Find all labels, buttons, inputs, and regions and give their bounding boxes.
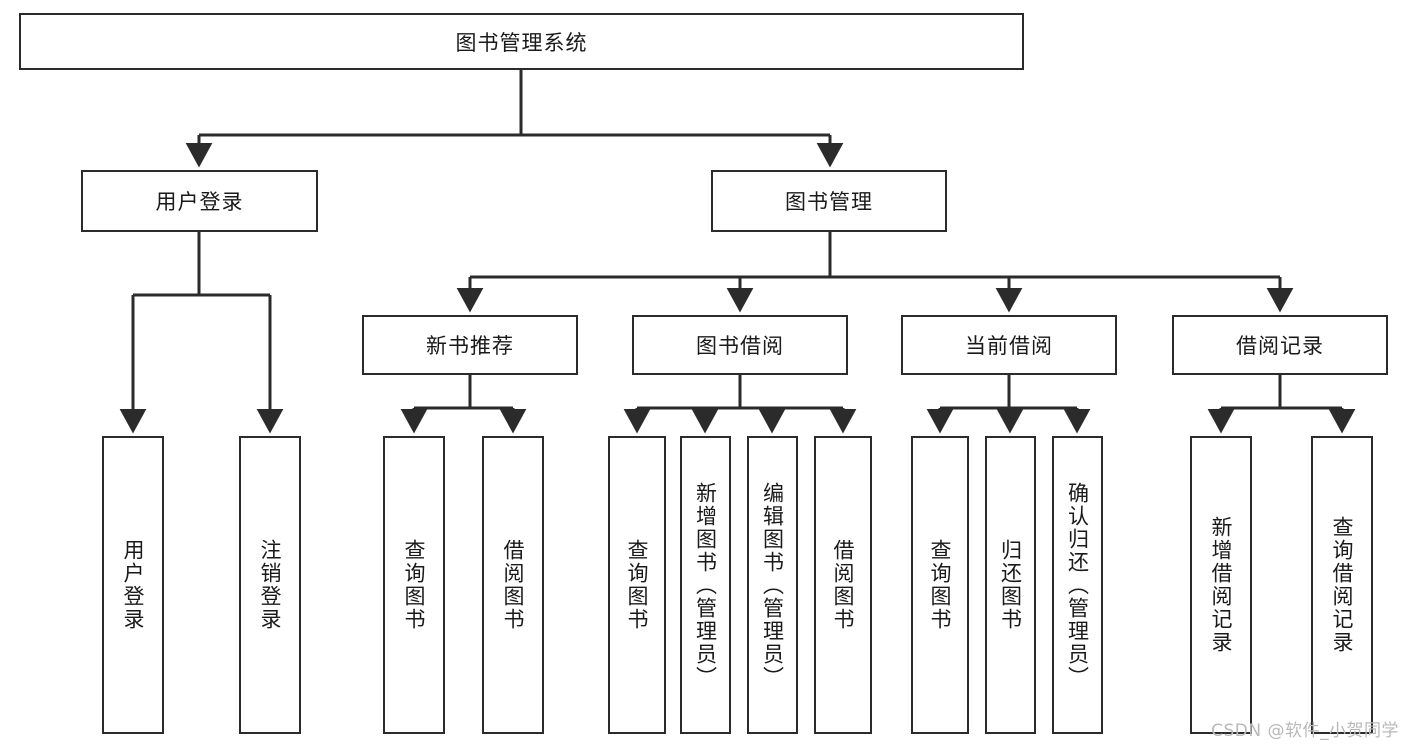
node-leaf-borrow-book-label: 借阅图书	[831, 539, 856, 631]
node-leaf-return-book[interactable]: 归还图书	[985, 436, 1036, 734]
node-leaf-query-book[interactable]: 查询图书	[608, 436, 666, 734]
node-new-book-rec[interactable]: 新书推荐	[362, 315, 578, 375]
node-leaf-query-book-cur-label: 查询图书	[928, 539, 953, 631]
node-leaf-add-book[interactable]: 新增图书（管理员）	[680, 436, 731, 734]
node-leaf-edit-book-label: 编辑图书（管理员）	[760, 481, 785, 689]
node-leaf-add-record-label: 新增借阅记录	[1209, 516, 1234, 654]
node-book-manage-label: 图书管理	[785, 190, 873, 214]
node-leaf-borrow-book-rec[interactable]: 借阅图书	[482, 436, 544, 734]
node-leaf-edit-book[interactable]: 编辑图书（管理员）	[747, 436, 798, 734]
node-borrow-record[interactable]: 借阅记录	[1172, 315, 1388, 375]
node-leaf-user-logout-label: 注销登录	[258, 539, 283, 631]
node-leaf-user-login[interactable]: 用户登录	[102, 436, 164, 734]
node-leaf-query-book-cur[interactable]: 查询图书	[911, 436, 969, 734]
node-borrow-record-label: 借阅记录	[1236, 334, 1324, 358]
node-book-borrow[interactable]: 图书借阅	[632, 315, 848, 375]
node-leaf-query-book-rec-label: 查询图书	[402, 539, 427, 631]
node-current-borrow-label: 当前借阅	[965, 334, 1053, 358]
node-leaf-user-login-label: 用户登录	[121, 539, 146, 631]
node-root[interactable]: 图书管理系统	[19, 13, 1024, 70]
node-leaf-user-logout[interactable]: 注销登录	[239, 436, 301, 734]
node-leaf-confirm-return[interactable]: 确认归还（管理员）	[1052, 436, 1103, 734]
node-leaf-query-book-label: 查询图书	[625, 539, 650, 631]
node-new-book-rec-label: 新书推荐	[426, 334, 514, 358]
node-user-login[interactable]: 用户登录	[81, 170, 318, 232]
node-book-borrow-label: 图书借阅	[696, 334, 784, 358]
node-leaf-return-book-label: 归还图书	[998, 539, 1023, 631]
node-leaf-add-record[interactable]: 新增借阅记录	[1190, 436, 1252, 734]
node-book-manage[interactable]: 图书管理	[711, 170, 947, 232]
node-leaf-borrow-book-rec-label: 借阅图书	[501, 539, 526, 631]
node-leaf-borrow-book[interactable]: 借阅图书	[814, 436, 872, 734]
node-leaf-query-book-rec[interactable]: 查询图书	[383, 436, 445, 734]
node-root-label: 图书管理系统	[455, 30, 588, 55]
csdn-watermark: CSDN @软件_小贺同学	[1211, 721, 1399, 741]
node-leaf-query-record-label: 查询借阅记录	[1330, 516, 1355, 654]
node-leaf-add-book-label: 新增图书（管理员）	[693, 481, 718, 689]
node-leaf-confirm-return-label: 确认归还（管理员）	[1065, 481, 1090, 689]
node-user-login-label: 用户登录	[155, 190, 244, 214]
node-current-borrow[interactable]: 当前借阅	[901, 315, 1117, 375]
node-leaf-query-record[interactable]: 查询借阅记录	[1311, 436, 1373, 734]
